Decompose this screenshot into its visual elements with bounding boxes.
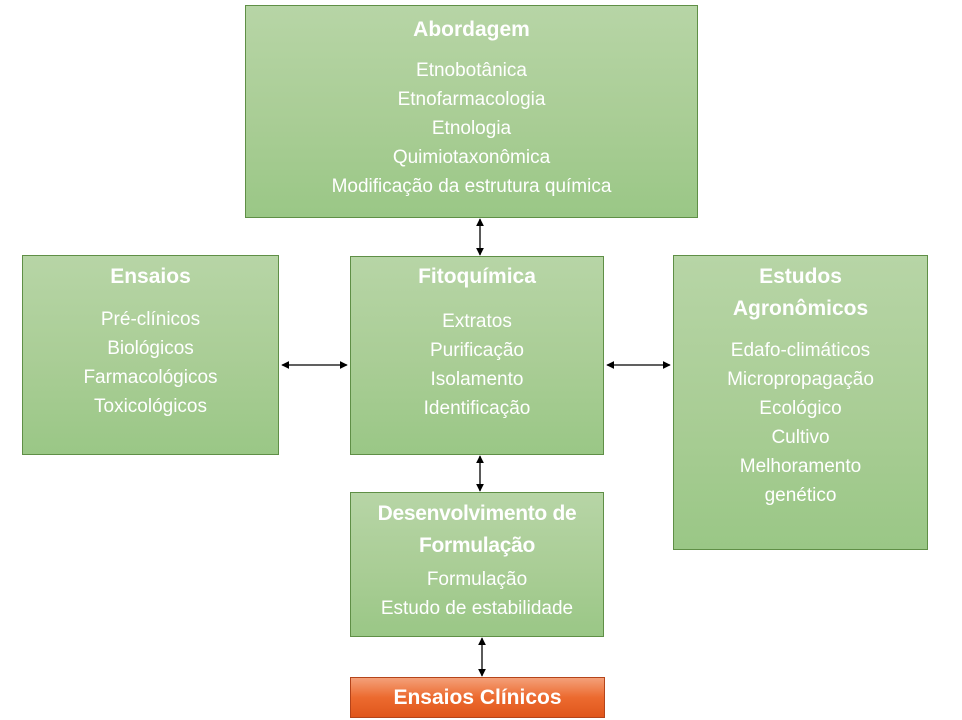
fitoquimica-item: Isolamento — [430, 369, 524, 390]
ensaios-items: Pré-clínicos Biológicos Farmacológicos T… — [23, 305, 278, 421]
ensaios-box: Ensaios Pré-clínicos Biológicos Farmacol… — [22, 255, 279, 455]
estudos-agronomicos-item: Edafo-climáticos — [730, 340, 871, 361]
estudos-agronomicos-item: Melhoramento — [739, 456, 862, 477]
desenvolvimento-box: Desenvolvimento de Formulação Formulação… — [350, 492, 604, 637]
ensaios-item: Toxicológicos — [94, 396, 207, 417]
fitoquimica-item: Extratos — [442, 311, 512, 332]
ensaios-item: Biológicos — [107, 338, 194, 359]
estudos-agronomicos-items: Edafo-climáticos Micropropagação Ecológi… — [674, 336, 927, 510]
estudos-agronomicos-box: Estudos Agronômicos Edafo-climáticos Mic… — [673, 255, 928, 550]
estudos-agronomicos-item: Micropropagação — [727, 369, 874, 390]
ensaios-clinicos-title: Ensaios Clínicos — [393, 686, 562, 709]
abordagem-item: Modificação da estrutura química — [331, 176, 612, 197]
ensaios-item: Farmacológicos — [83, 367, 218, 388]
desenvolvimento-title-line1: Desenvolvimento de — [377, 502, 577, 525]
fitoquimica-item: Identificação — [423, 398, 531, 419]
ensaios-clinicos-box: Ensaios Clínicos — [350, 677, 605, 718]
estudos-agronomicos-title-line2: Agronômicos — [732, 297, 869, 320]
abordagem-item: Etnologia — [431, 118, 512, 139]
abordagem-item: Etnofarmacologia — [397, 89, 546, 110]
estudos-agronomicos-item: genético — [764, 485, 837, 506]
abordagem-item: Etnobotânica — [416, 60, 527, 81]
abordagem-item: Quimiotaxonômica — [392, 147, 551, 168]
desenvolvimento-title-line2: Formulação — [418, 534, 536, 557]
abordagem-title: Abordagem — [413, 18, 530, 41]
estudos-agronomicos-title-line1: Estudos — [759, 265, 842, 288]
abordagem-items: Etnobotânica Etnofarmacologia Etnologia … — [246, 56, 697, 201]
ensaios-title: Ensaios — [110, 265, 191, 288]
desenvolvimento-items: Formulação Estudo de estabilidade — [351, 565, 603, 623]
fitoquimica-items: Extratos Purificação Isolamento Identifi… — [351, 307, 603, 423]
desenvolvimento-item: Estudo de estabilidade — [380, 598, 574, 619]
fitoquimica-item: Purificação — [430, 340, 524, 361]
fitoquimica-box: Fitoquímica Extratos Purificação Isolame… — [350, 256, 604, 455]
fitoquimica-title: Fitoquímica — [418, 265, 536, 288]
estudos-agronomicos-item: Cultivo — [771, 427, 830, 448]
estudos-agronomicos-item: Ecológico — [759, 398, 842, 419]
desenvolvimento-item: Formulação — [426, 569, 528, 590]
abordagem-box: Abordagem Etnobotânica Etnofarmacologia … — [245, 5, 698, 218]
ensaios-item: Pré-clínicos — [100, 309, 201, 330]
